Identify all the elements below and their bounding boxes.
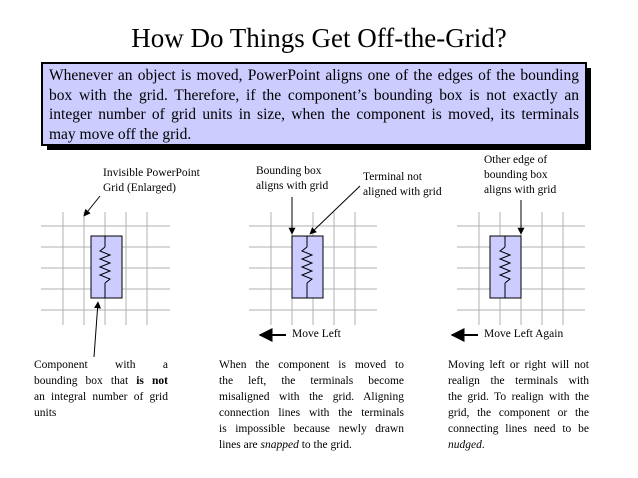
grid-label-line: Invisible PowerPoint: [103, 167, 200, 179]
note-line: units: [34, 407, 57, 419]
callout-line: integer number of grid units in size, wh…: [49, 106, 579, 123]
explanation-line: lines are snapped to the grid.: [219, 437, 404, 453]
explanation-line: connecting lines need to be: [448, 423, 589, 435]
resistor-component-1: [90, 235, 123, 299]
note-emphasis: is not: [136, 375, 168, 387]
resistor-component-2: [291, 235, 324, 299]
other-edge-label: Other edge of bounding box aligns with g…: [484, 153, 556, 198]
resistor-component-3: [489, 235, 522, 299]
component-note: Component with a bounding box that is no…: [34, 357, 168, 421]
move-left-again-label: Move Left Again: [484, 328, 564, 340]
bounding-box-label-line: aligns with grid: [256, 180, 329, 192]
explanation-line: misaligned with the grid. Aligning: [219, 391, 404, 403]
explanation-emphasis: snapped: [260, 439, 299, 451]
component-pointer-arrow: [93, 301, 102, 358]
other-edge-label-line: bounding box: [484, 169, 548, 181]
grid-label: Invisible PowerPoint Grid (Enlarged): [103, 166, 200, 196]
terminal-label: Terminal not aligned with grid: [363, 170, 442, 200]
explanation-callout: Whenever an object is moved, PowerPoint …: [41, 62, 587, 146]
move-left-label: Move Left: [292, 328, 341, 340]
explanation-line: the left, the terminals become: [219, 375, 404, 387]
grid-1: [41, 212, 170, 325]
callout-line: may move off the grid.: [49, 125, 192, 143]
bounding-box-label: Bounding box aligns with grid: [256, 164, 328, 194]
explanation-text: lines are: [219, 439, 261, 451]
callout-line: box with the grid. Therefore, if the com…: [49, 86, 579, 104]
note-text: bounding box that: [34, 375, 137, 387]
terminal-label-line: aligned with grid: [363, 186, 442, 198]
explanation-text: .: [481, 439, 485, 451]
grid-pointer-arrow: [83, 195, 101, 217]
explanation-line: grid, the component or the: [448, 407, 589, 419]
other-edge-label-line: aligns with grid: [484, 184, 557, 196]
bounding-box-label-line: Bounding box: [256, 165, 322, 177]
note-line: Component with a: [34, 359, 168, 371]
callout-line: Whenever an object is moved, PowerPoint …: [49, 67, 579, 84]
other-edge-label-line: Other edge of: [484, 154, 548, 166]
grid-label-line: Grid (Enlarged): [103, 182, 176, 194]
explanation-line: connection lines with the terminals: [219, 407, 404, 419]
page-title: How Do Things Get Off-the-Grid?: [131, 23, 507, 53]
note-line: an integral number of grid: [34, 391, 168, 403]
note-line: bounding box that is not: [34, 373, 168, 389]
terminal-pointer-arrow: [309, 185, 361, 235]
explanation-line: the grid. To realign with the: [448, 391, 589, 403]
move-left-explanation: When the component is moved to the left,…: [219, 357, 404, 453]
explanation-emphasis: nudged: [448, 439, 482, 451]
move-again-explanation: Moving left or right will not realign th…: [448, 357, 589, 453]
explanation-line: nudged.: [448, 437, 589, 453]
explanation-line: Moving left or right will not: [448, 359, 589, 371]
explanation-line: When the component is moved to: [219, 359, 404, 371]
explanation-line: is impossible because newly drawn: [219, 423, 404, 435]
explanation-line: realign the terminals with: [448, 375, 589, 387]
terminal-label-line: Terminal not: [363, 171, 422, 183]
explanation-text: to the grid.: [298, 439, 352, 451]
